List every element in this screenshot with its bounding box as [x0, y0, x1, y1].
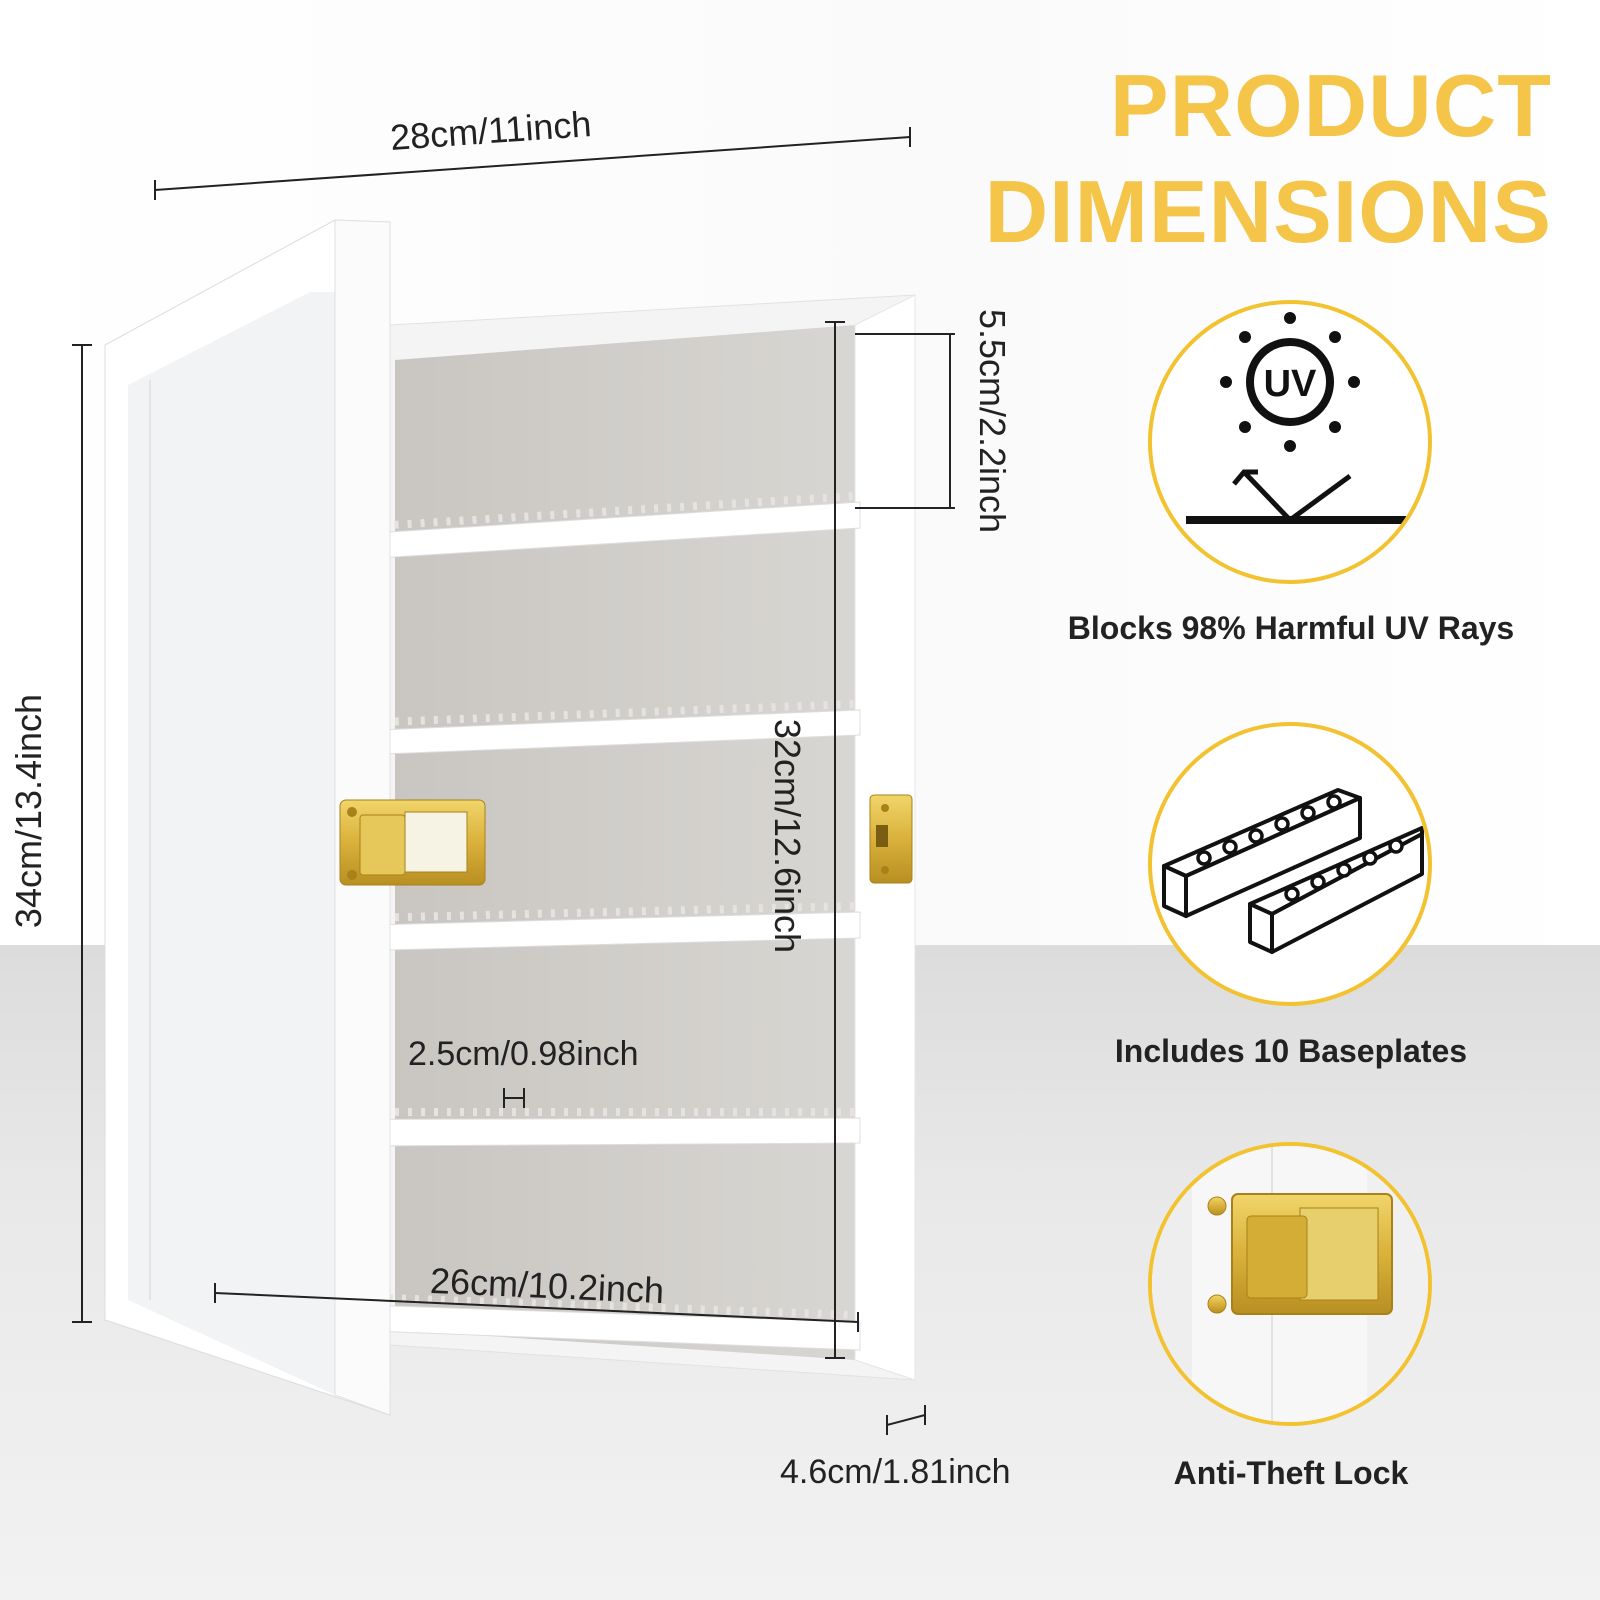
case-latch-icon: [869, 794, 913, 884]
case-body: [389, 294, 916, 1381]
lock-feature-label: Anti-Theft Lock: [1173, 1455, 1409, 1491]
baseplates-feature-circle: [1148, 722, 1432, 1006]
dim-overall-height: 34cm/13.4inch: [8, 693, 50, 929]
door-latch-icon: [339, 799, 486, 886]
lock-icon: [1152, 1146, 1428, 1422]
dim-depth: 4.6cm/1.81inch: [780, 1453, 1011, 1491]
dim-inner-height: 32cm/12.6inch: [767, 718, 809, 954]
display-case-illustration: [72, 127, 955, 1435]
uv-feature-circle: UV: [1148, 300, 1432, 584]
lock-feature-circle: [1148, 1142, 1432, 1426]
baseplates-icon: [1162, 788, 1424, 954]
dimension-lines: [72, 127, 955, 1435]
dim-stud-pitch: 2.5cm/0.98inch: [408, 1035, 639, 1073]
baseplates-feature-label: Includes 10 Baseplates: [1114, 1033, 1468, 1069]
title-line-1: PRODUCT: [1109, 56, 1552, 155]
dim-shelf-spacing: 5.5cm/2.2inch: [972, 308, 1014, 534]
uv-feature-label: Blocks 98% Harmful UV Rays: [1067, 610, 1515, 646]
uv-protection-icon: UV: [1186, 312, 1406, 524]
glass-door: [104, 219, 391, 1416]
uv-badge-text: UV: [1264, 363, 1317, 405]
title-line-2: DIMENSIONS: [984, 162, 1552, 261]
